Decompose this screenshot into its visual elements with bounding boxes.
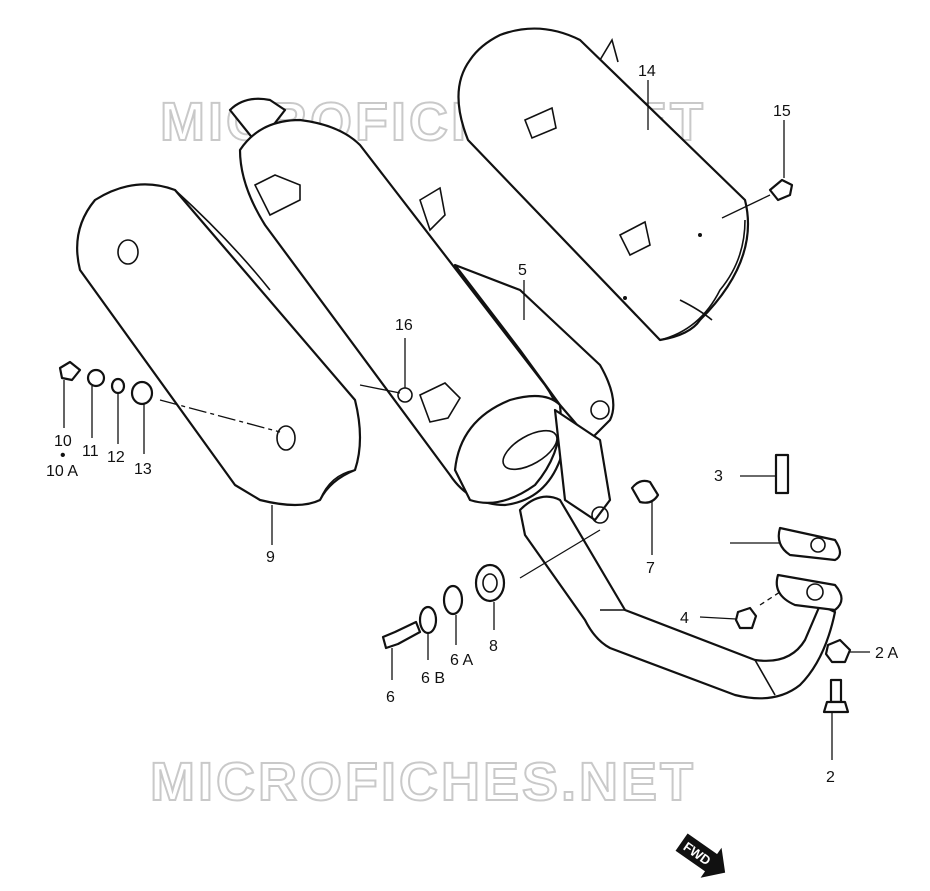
- callout-13: 13: [134, 461, 152, 478]
- heat-shield-9: [76, 183, 362, 507]
- gasket-flange: [775, 526, 843, 612]
- callout-16: 16: [395, 317, 413, 334]
- grommet-8: [474, 563, 506, 603]
- callout-6: 6: [386, 689, 395, 706]
- heat-shield-14: [457, 27, 750, 342]
- callout-6b: 6 B: [421, 670, 445, 687]
- bolt-2: [822, 678, 850, 714]
- grommet-13: [130, 380, 154, 406]
- callout-3: 3: [714, 468, 723, 485]
- callout-8: 8: [489, 638, 498, 655]
- callout-5: 5: [518, 262, 527, 279]
- callout-7: 7: [646, 560, 655, 577]
- bolt-7: [630, 479, 660, 504]
- fwd-direction-arrow: FWD: [675, 833, 726, 878]
- nut-4: [734, 606, 758, 630]
- washer-6a: [442, 584, 464, 616]
- bolt-6: [381, 620, 422, 650]
- watermark-bottom: MICROFICHES.NET: [150, 752, 696, 812]
- callout-9: 9: [266, 549, 275, 566]
- washer-6b: [418, 605, 438, 635]
- callout-15: 15: [773, 103, 791, 120]
- callout-2: 2: [826, 769, 835, 786]
- exhaust-pipe: [518, 495, 837, 700]
- muffler-5: [228, 97, 615, 524]
- bolt-15: [768, 178, 794, 202]
- nut-11: [86, 368, 106, 388]
- nut-2a: [824, 638, 852, 664]
- stud-3: [774, 453, 790, 495]
- callout-labels: 2 2 A 3 4 5 6 6 A 6 B 7 8 9 10 • 10 A 11…: [46, 63, 898, 786]
- callout-10-dot: •: [60, 447, 66, 464]
- leader-lines: [63, 80, 870, 760]
- washer-12: [110, 377, 126, 395]
- callout-6a: 6 A: [450, 652, 473, 669]
- callout-14: 14: [638, 63, 656, 80]
- callout-10a: 10 A: [46, 463, 78, 480]
- screw-10: [58, 360, 82, 382]
- callout-11: 11: [82, 443, 99, 460]
- callout-10: 10: [54, 433, 72, 450]
- callout-12: 12: [107, 449, 125, 466]
- callout-4: 4: [680, 610, 689, 627]
- callout-2a: 2 A: [875, 645, 898, 662]
